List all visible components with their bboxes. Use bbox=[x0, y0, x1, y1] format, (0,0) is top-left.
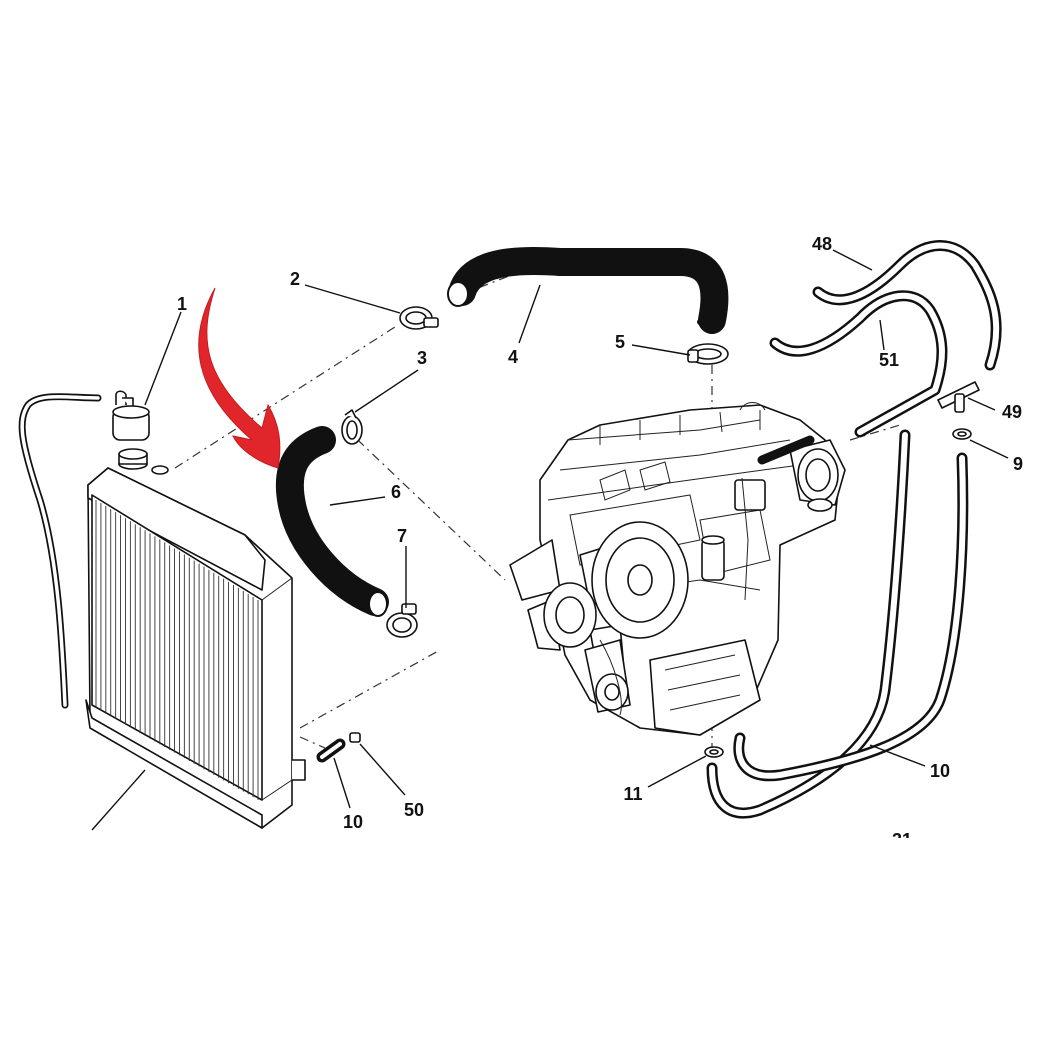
overflow-tube bbox=[18, 393, 102, 709]
clamp-5 bbox=[687, 343, 729, 365]
clamp-3 bbox=[341, 409, 363, 445]
callout-9: 9 bbox=[1013, 454, 1023, 474]
hoses bbox=[275, 240, 1002, 819]
callout-6: 6 bbox=[391, 482, 401, 502]
clamp-11 bbox=[704, 746, 724, 758]
callout-3: 3 bbox=[417, 348, 427, 368]
plug-50 bbox=[349, 732, 361, 743]
hose-clamps bbox=[341, 306, 980, 758]
callout-11: 11 bbox=[623, 784, 642, 804]
callout-5: 5 bbox=[615, 332, 625, 352]
callout-50: 50 bbox=[404, 800, 424, 820]
callout-10-radiator: 10 bbox=[343, 812, 363, 832]
callout-4: 4 bbox=[508, 347, 518, 367]
bottom-crop-mask bbox=[0, 838, 1048, 1048]
engine bbox=[509, 402, 846, 736]
cropped-callout-region: 31 bbox=[892, 830, 912, 850]
fitting-49 bbox=[937, 381, 980, 413]
heater-hose-48 bbox=[812, 240, 1002, 371]
callout-10-engine: 10 bbox=[930, 761, 950, 781]
callout-2: 2 bbox=[290, 269, 300, 289]
clamp-7 bbox=[386, 603, 418, 638]
lower-hose-6 bbox=[275, 426, 389, 617]
callout-51: 51 bbox=[879, 350, 899, 370]
small-hose-10 bbox=[316, 738, 346, 763]
heater-hose-51 bbox=[769, 290, 948, 438]
callout-1: 1 bbox=[177, 294, 187, 314]
clamp-9 bbox=[952, 428, 972, 440]
callout-49: 49 bbox=[1002, 402, 1022, 422]
long-hose-10 bbox=[706, 429, 969, 819]
red-curved-arrow-icon bbox=[198, 287, 281, 469]
leader-lines bbox=[91, 249, 1009, 831]
callout-7: 7 bbox=[397, 526, 407, 546]
upper-hose-4 bbox=[447, 246, 729, 334]
callout-numbers: 1 2 3 4 5 6 7 9 10 10 11 48 49 50 51 bbox=[177, 234, 1023, 832]
radiator-cap bbox=[112, 390, 150, 441]
callout-31-cropped: 31 bbox=[892, 830, 912, 850]
callout-48: 48 bbox=[812, 234, 832, 254]
radiator bbox=[85, 448, 306, 829]
clamp-2 bbox=[399, 306, 439, 330]
